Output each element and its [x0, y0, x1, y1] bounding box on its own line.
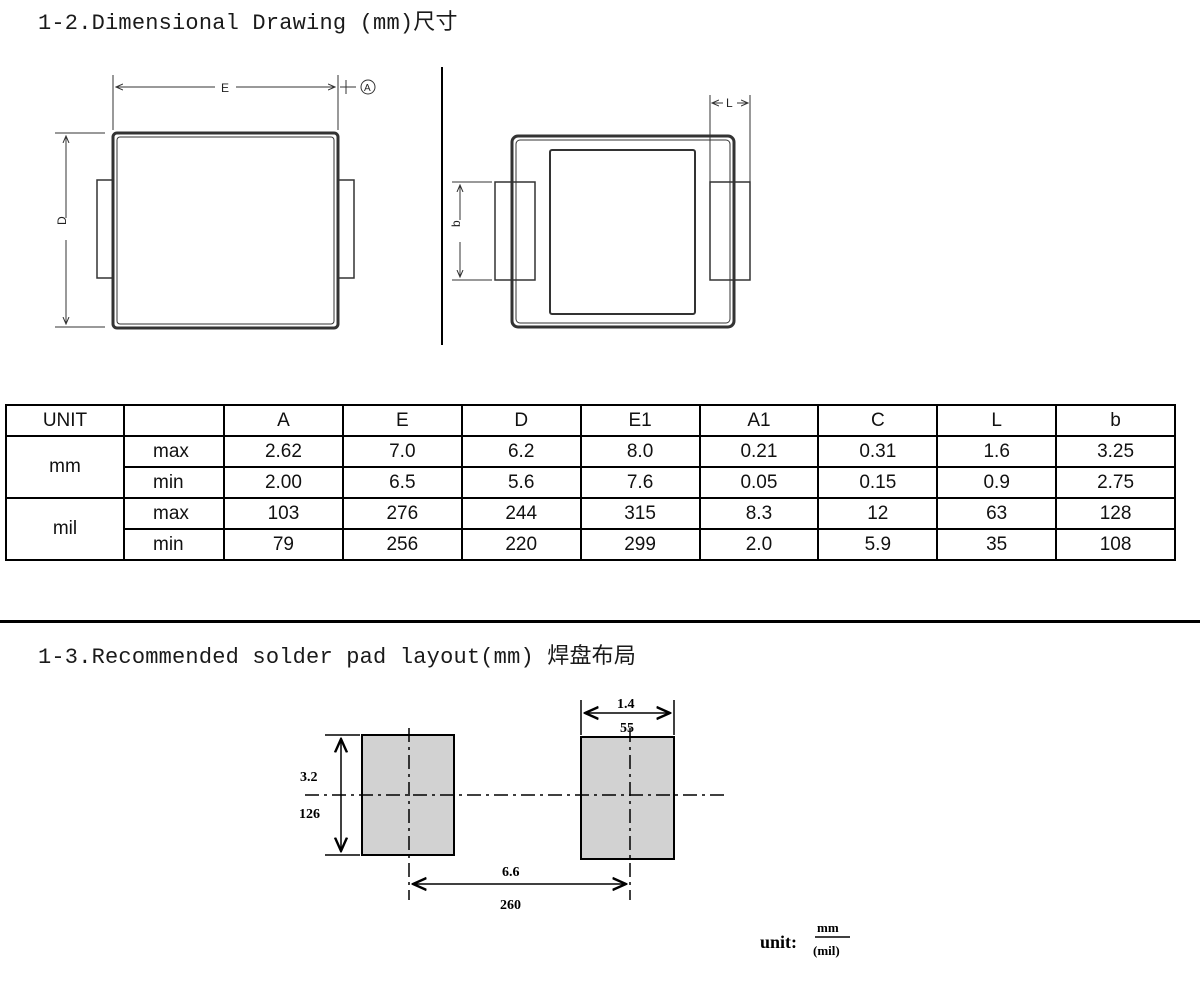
value-cell: 6.2 — [460, 435, 582, 468]
unit-cell: mm — [5, 435, 125, 499]
pad-height-mm: 3.2 — [300, 770, 318, 785]
section-divider — [0, 620, 1200, 623]
side-lead-right — [709, 181, 751, 281]
pad-spacing-mm: 6.6 — [502, 865, 520, 880]
unit-label: unit: — [760, 932, 797, 952]
dim-label-d: D — [55, 216, 69, 225]
value-cell: 108 — [1055, 528, 1176, 561]
header-cell: L — [936, 404, 1058, 437]
side-lead-left — [494, 181, 536, 281]
header-cell: E — [341, 404, 463, 437]
table-row: mm max 2.62 7.0 6.2 8.0 0.21 0.31 1.6 3.… — [5, 435, 1176, 499]
value-cell: 276 — [341, 497, 463, 530]
header-cell — [123, 404, 225, 437]
pad-width-mm: 1.4 — [617, 697, 635, 712]
side-view — [452, 95, 751, 329]
datum-label-a: A — [364, 83, 371, 94]
value-cell: 2.62 — [223, 435, 344, 468]
value-cell: 2.75 — [1055, 466, 1176, 499]
value-cell: 0.15 — [817, 466, 939, 499]
limit-cell: max — [123, 435, 225, 468]
side-body-outline — [510, 134, 736, 329]
limit-cell: min — [123, 528, 225, 561]
header-cell: b — [1055, 404, 1176, 437]
solder-pad-left — [361, 734, 455, 856]
top-view — [55, 75, 376, 330]
unit-cell: mil — [5, 497, 125, 561]
body-outline — [111, 131, 340, 330]
header-cell: A — [223, 404, 344, 437]
value-cell: 1.6 — [936, 435, 1058, 468]
value-cell: 103 — [223, 497, 344, 530]
header-cell: C — [817, 404, 939, 437]
value-cell: 0.9 — [936, 466, 1058, 499]
value-cell: 7.0 — [341, 435, 463, 468]
table-header-row: UNIT A E D E1 A1 C L b — [5, 404, 1176, 437]
value-cell: 6.5 — [341, 466, 463, 499]
value-cell: 35 — [936, 528, 1058, 561]
value-cell: 220 — [460, 528, 582, 561]
value-cell: 0.31 — [817, 435, 939, 468]
value-cell: 256 — [341, 528, 463, 561]
dim-label-e: E — [221, 81, 229, 95]
dimensions-table: UNIT A E D E1 A1 C L b mm max 2.62 7.0 6… — [5, 404, 1176, 561]
pad-width-mil: 55 — [620, 721, 634, 736]
value-cell: 12 — [817, 497, 939, 530]
value-cell: 315 — [579, 497, 701, 530]
dim-label-b: b — [449, 220, 463, 227]
lead-right — [337, 179, 355, 279]
section-title-solder-pad: 1-3.Recommended solder pad layout(mm) 焊盘… — [38, 645, 637, 670]
lead-left — [96, 179, 114, 279]
header-cell: E1 — [579, 404, 701, 437]
value-cell: 8.0 — [579, 435, 701, 468]
header-cell: UNIT — [5, 404, 125, 437]
dim-label-l: L — [726, 96, 733, 110]
header-cell: D — [460, 404, 582, 437]
value-cell: 5.9 — [817, 528, 939, 561]
value-cell: 299 — [579, 528, 701, 561]
value-cell: 8.3 — [698, 497, 820, 530]
limit-cell: min — [123, 466, 225, 499]
table-row: mil max 103 276 244 315 8.3 12 63 128 — [5, 497, 1176, 561]
value-cell: 7.6 — [579, 466, 701, 499]
dimensional-drawing: E A D L b — [55, 67, 751, 345]
pad-height-mil: 126 — [299, 807, 320, 822]
unit-denominator: (mil) — [813, 943, 840, 958]
table-row: min 79 256 220 299 2.0 5.9 35 108 — [6, 528, 1176, 561]
value-cell: 2.00 — [223, 466, 344, 499]
header-cell: A1 — [698, 404, 820, 437]
value-cell: 244 — [460, 497, 582, 530]
side-inner-window — [549, 149, 696, 315]
value-cell: 0.21 — [698, 435, 820, 468]
limit-cell: max — [123, 497, 225, 530]
solder-pad-right — [580, 736, 675, 860]
value-cell: 2.0 — [698, 528, 820, 561]
value-cell: 3.25 — [1055, 435, 1176, 468]
value-cell: 79 — [223, 528, 344, 561]
pad-spacing-mil: 260 — [500, 898, 521, 913]
value-cell: 128 — [1055, 497, 1176, 530]
value-cell: 5.6 — [460, 466, 582, 499]
section-title-dimensional-drawing: 1-2.Dimensional Drawing (mm)尺寸 — [38, 11, 458, 36]
value-cell: 0.05 — [698, 466, 820, 499]
table-row: min 2.00 6.5 5.6 7.6 0.05 0.15 0.9 2.75 — [6, 466, 1176, 499]
value-cell: 63 — [936, 497, 1058, 530]
unit-numerator: mm — [817, 920, 839, 935]
